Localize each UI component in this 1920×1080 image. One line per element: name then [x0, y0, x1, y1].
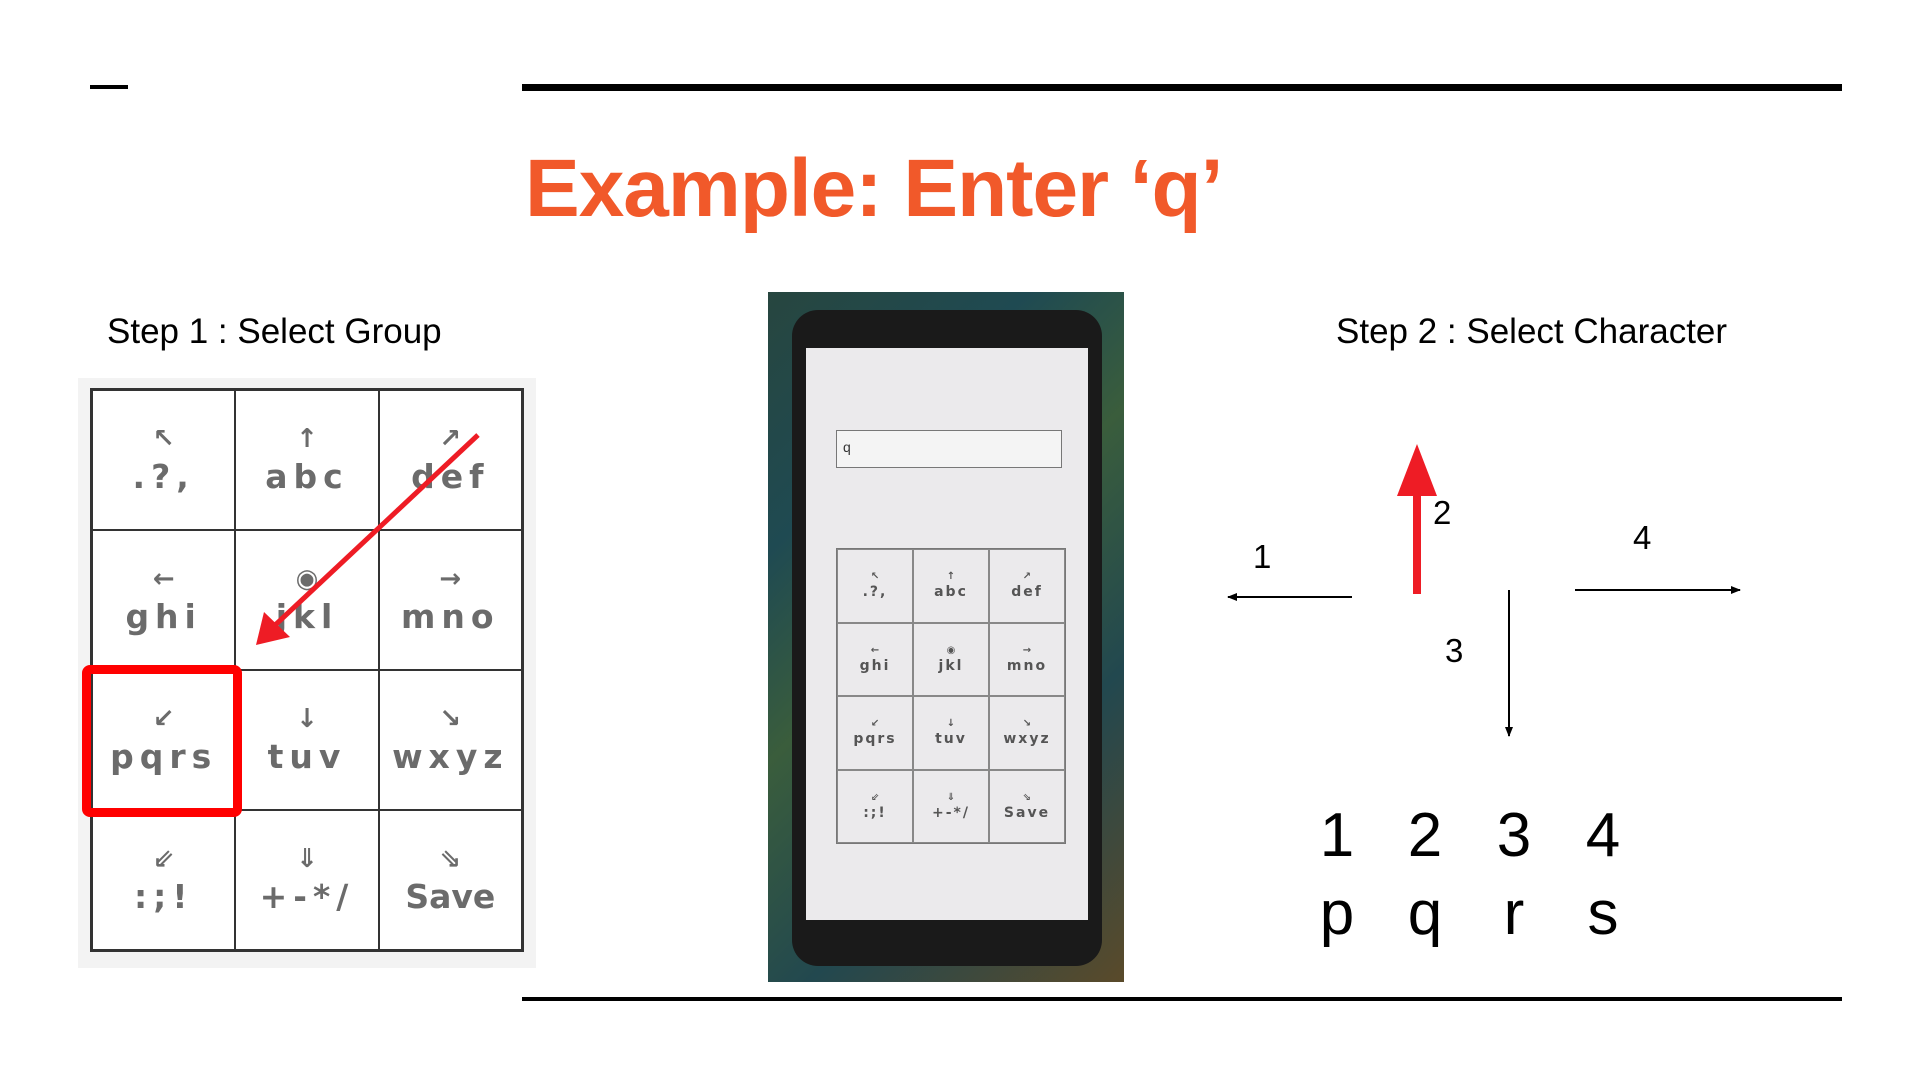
phone-key-label: :;! — [863, 804, 887, 821]
arrow-up-icon: ↑ — [296, 424, 318, 454]
mapping-number: 2 — [1407, 801, 1443, 870]
key-label: abc — [265, 457, 349, 496]
bottom-rule — [522, 997, 1842, 1001]
selected-group-highlight — [82, 665, 242, 817]
phone-key-label: pqrs — [853, 731, 897, 748]
key-label: Save — [405, 877, 496, 916]
phone-key-label: abc — [934, 584, 968, 601]
key-jkl: ◉ jkl — [235, 530, 379, 670]
mapping-number: 4 — [1585, 801, 1621, 870]
phone-keyboard-grid: ↖.?, ↑abc ↗def ←ghi ◉jkl →mno ↙pqrs ↓tuv… — [836, 548, 1066, 844]
phone-key: ⇙:;! — [837, 769, 913, 843]
mapping-number: 3 — [1496, 801, 1532, 870]
phone-key-label: wxyz — [1003, 731, 1051, 748]
arrow-up-left-icon: ↖ — [870, 571, 880, 583]
arrow-right-icon: → — [1022, 644, 1032, 656]
key-def: ↗ def — [378, 390, 522, 530]
arrow-down-icon: ↓ — [296, 704, 318, 734]
direction-1-label: 1 — [1253, 538, 1272, 575]
key-label: .?, — [132, 457, 195, 496]
key-wxyz: ↘ wxyz — [378, 670, 522, 810]
phone-key-label: Save — [1003, 804, 1051, 821]
phone-body: q ↖.?, ↑abc ↗def ←ghi ◉jkl →mno ↙pqrs ↓t… — [792, 310, 1102, 966]
double-arrow-down-right-icon: ⇘ — [1022, 791, 1032, 803]
arrow-left-icon: ← — [152, 564, 175, 594]
direction-4-label: 4 — [1633, 519, 1652, 556]
phone-key-label: def — [1011, 584, 1043, 601]
arrow-down-icon: ↓ — [946, 718, 956, 730]
target-icon: ◉ — [946, 644, 956, 656]
phone-photo: q ↖.?, ↑abc ↗def ←ghi ◉jkl →mno ↙pqrs ↓t… — [768, 292, 1124, 982]
key-label: ghi — [125, 597, 202, 636]
phone-key: ←ghi — [837, 622, 913, 696]
phone-text-field: q — [836, 430, 1062, 468]
key-punct: ↖ .?, — [92, 390, 236, 530]
arrow-up-right-icon: ↗ — [439, 424, 462, 454]
mapping-char: q — [1407, 879, 1443, 948]
phone-key: ↖.?, — [837, 549, 913, 623]
step2-label: Step 2 : Select Character — [1336, 312, 1728, 351]
key-tuv: ↓ tuv — [235, 670, 379, 810]
key-label: tuv — [267, 737, 347, 776]
key-save: ⇘ Save — [378, 810, 522, 950]
phone-key-label: tuv — [935, 731, 967, 748]
key-label: +-*/ — [259, 877, 355, 916]
double-arrow-down-left-icon: ⇙ — [870, 791, 880, 803]
mapping-char: p — [1319, 879, 1355, 948]
key-label: pqrs — [110, 737, 218, 776]
arrow-up-icon: ↑ — [946, 571, 956, 583]
phone-key-label: jkl — [938, 657, 964, 674]
phone-key: ↗def — [989, 549, 1065, 623]
step1-label: Step 1 : Select Group — [107, 312, 442, 351]
double-arrow-down-left-icon: ⇙ — [152, 844, 175, 874]
direction-2-label: 2 — [1433, 494, 1452, 531]
mapping-number: 1 — [1319, 801, 1355, 870]
phone-key: ↓tuv — [913, 696, 989, 770]
key-label: mno — [401, 597, 500, 636]
target-icon: ◉ — [295, 564, 319, 594]
key-ghi: ← ghi — [92, 530, 236, 670]
double-arrow-down-right-icon: ⇘ — [439, 844, 462, 874]
key-operators: ⇓ +-*/ — [235, 810, 379, 950]
phone-key: ⇘Save — [989, 769, 1065, 843]
phone-key-label: mno — [1006, 657, 1048, 674]
mapping-char: s — [1587, 879, 1619, 948]
arrow-right-icon: → — [439, 564, 462, 594]
arrow-down-right-icon: ↘ — [439, 704, 462, 734]
mapping-char: r — [1503, 879, 1525, 948]
direction-3-label: 3 — [1445, 632, 1464, 669]
arrow-left-icon: ← — [870, 644, 880, 656]
key-label: jkl — [275, 597, 339, 636]
key-label: :;! — [133, 877, 194, 916]
phone-key: ↙pqrs — [837, 696, 913, 770]
phone-key: ↑abc — [913, 549, 989, 623]
arrow-down-left-icon: ↙ — [870, 718, 880, 730]
direction-2-arrow-up — [1397, 444, 1437, 594]
phone-key-label: ghi — [859, 657, 891, 674]
phone-screen: q ↖.?, ↑abc ↗def ←ghi ◉jkl →mno ↙pqrs ↓t… — [806, 348, 1088, 920]
top-rule — [522, 84, 1842, 91]
key-abc: ↑ abc — [235, 390, 379, 530]
phone-key: ⇓+-*/ — [913, 769, 989, 843]
key-mno: → mno — [378, 530, 522, 670]
arrow-up-right-icon: ↗ — [1022, 571, 1032, 583]
phone-key: →mno — [989, 622, 1065, 696]
arrow-up-left-icon: ↖ — [152, 424, 175, 454]
key-label: wxyz — [392, 737, 509, 776]
arrow-down-right-icon: ↘ — [1022, 718, 1032, 730]
slide-title: Example: Enter ‘q’ — [525, 143, 1223, 234]
phone-key-label: +-*/ — [932, 804, 970, 821]
phone-key: ◉jkl — [913, 622, 989, 696]
arrow-down-left-icon: ↙ — [152, 704, 175, 734]
key-pqrs: ↙ pqrs — [92, 670, 236, 810]
double-arrow-down-icon: ⇓ — [296, 844, 318, 874]
phone-key: ↘wxyz — [989, 696, 1065, 770]
key-punct2: ⇙ :;! — [92, 810, 236, 950]
key-label: def — [411, 457, 490, 496]
slide-dash — [90, 85, 128, 89]
phone-key-label: .?, — [862, 584, 888, 601]
double-arrow-down-icon: ⇓ — [946, 791, 956, 803]
